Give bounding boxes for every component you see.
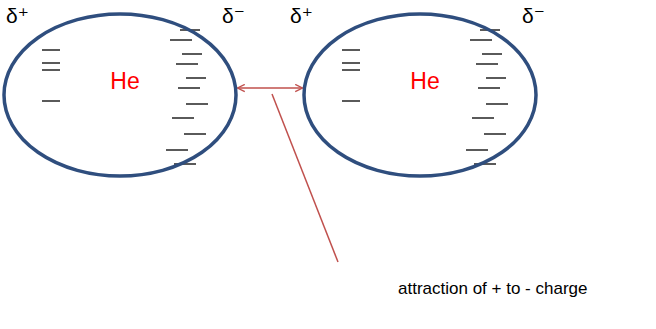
electron-dash — [466, 149, 488, 150]
electron-dash — [172, 117, 194, 118]
electron-dash — [342, 100, 360, 101]
electron-dash — [472, 117, 494, 118]
partial-charge: δ⁻ — [522, 4, 545, 28]
electron-dash — [42, 100, 60, 101]
electron-dash — [476, 63, 498, 64]
atom-circle: He — [2, 12, 238, 178]
electron-dash — [482, 53, 502, 54]
circle-outline — [304, 14, 536, 176]
electron-dash — [478, 87, 500, 88]
electron-dash — [42, 62, 60, 63]
electron-dash — [486, 103, 508, 104]
electron-dash — [470, 39, 492, 40]
circle-outline — [4, 14, 236, 176]
circle-outline — [302, 12, 538, 178]
electron-dash — [184, 133, 206, 134]
annotation-text: attraction of + to - charge — [398, 279, 587, 299]
circle-outline — [2, 12, 238, 178]
atom-circle: He — [302, 12, 538, 178]
electron-dash — [486, 77, 506, 78]
electron-dash — [178, 87, 200, 88]
attraction-arrow — [238, 87, 303, 89]
element-symbol: He — [110, 68, 139, 95]
partial-charge: δ⁺ — [6, 4, 29, 28]
electron-dash — [342, 69, 360, 70]
electron-dash — [182, 53, 202, 54]
electron-dash — [342, 62, 360, 63]
leader-line — [272, 94, 338, 262]
electron-dash — [42, 69, 60, 70]
partial-charge: δ⁻ — [222, 4, 245, 28]
electron-dash — [176, 63, 198, 64]
electron-dash — [166, 149, 188, 150]
electron-dash — [170, 39, 192, 40]
electron-dash — [342, 49, 360, 50]
electron-dash — [186, 77, 206, 78]
element-symbol: He — [410, 68, 439, 95]
electron-dashes — [42, 30, 508, 164]
partial-charge: δ⁺ — [290, 4, 313, 28]
electron-dash — [186, 103, 208, 104]
electron-dash — [42, 49, 60, 50]
electron-dash — [484, 133, 506, 134]
